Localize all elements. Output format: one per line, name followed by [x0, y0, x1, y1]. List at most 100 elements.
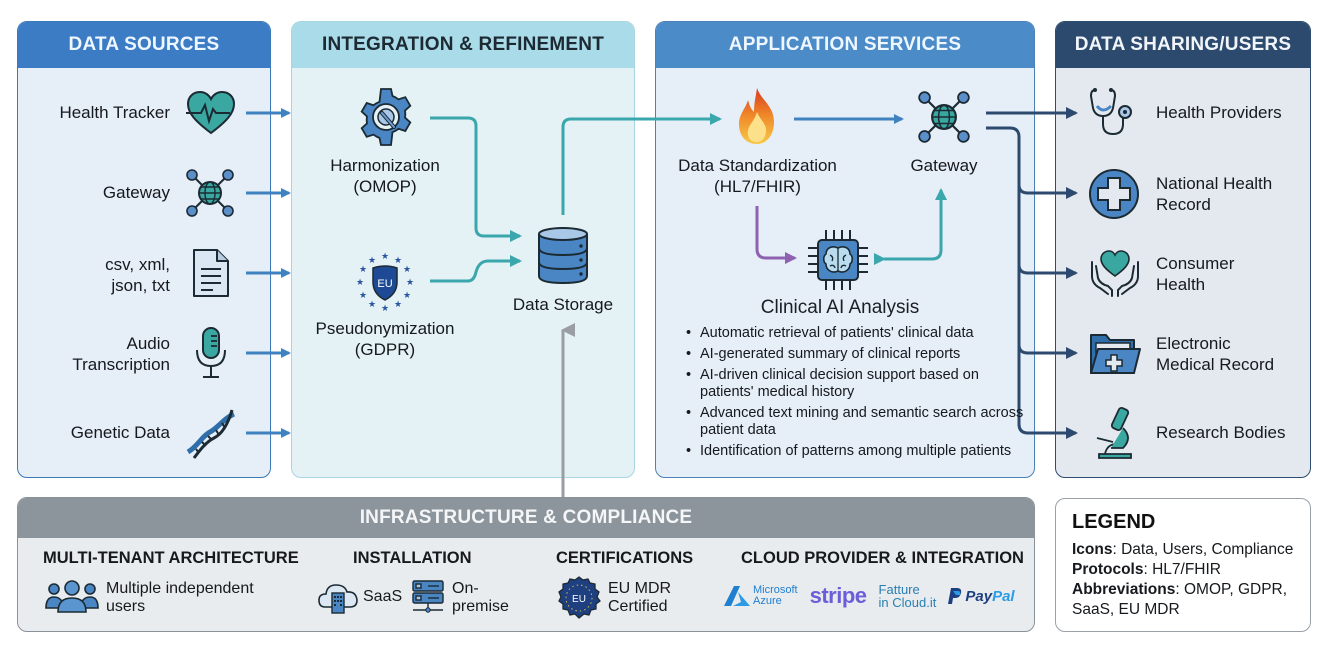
svg-text:★: ★ — [381, 252, 389, 262]
svg-text:★: ★ — [359, 291, 367, 301]
eu-mdr-seal-icon: EU — [558, 576, 601, 619]
source-files-line2: json, txt — [111, 276, 170, 295]
legend-abbr-value: : OMOP, GDPR, SaaS, EU MDR — [1072, 581, 1288, 618]
consumer-health-line2: Health — [1156, 275, 1206, 294]
ai-capability: Identification of patterns among multipl… — [686, 443, 1026, 460]
consumer-health-line1: Consumer — [1156, 254, 1235, 273]
legend-protocols-key: Protocols — [1072, 561, 1144, 578]
svg-text:★: ★ — [406, 278, 414, 288]
emr-line1: Electronic — [1156, 334, 1231, 353]
source-audio-label: Audio Transcription — [30, 333, 170, 375]
saas-label: SaaS — [363, 588, 403, 605]
legend-icons-value: : Data, Users, Compliance — [1112, 541, 1294, 558]
document-icon — [193, 249, 229, 297]
svg-text:★: ★ — [368, 256, 376, 266]
azure-line2: Azure — [753, 595, 782, 607]
dna-icon — [186, 409, 236, 459]
cloud-provider-logos: Microsoft Azure stripe Fatture in Cloud.… — [724, 583, 1015, 609]
fhir-flame-icon — [739, 88, 774, 144]
azure-logo: Microsoft Azure — [724, 585, 798, 607]
sharing-health-providers-label: Health Providers — [1156, 103, 1282, 122]
pseudonymization-line1: Pseudonymization — [315, 319, 455, 338]
svg-text:★: ★ — [403, 265, 411, 275]
sharing-emr-label: Electronic Medical Record — [1156, 333, 1306, 375]
application-services-title: APPLICATION SERVICES — [656, 22, 1034, 68]
legend-title: LEGEND — [1072, 511, 1156, 533]
server-onpremise-icon — [412, 580, 444, 613]
ai-capability: AI-driven clinical decision support base… — [686, 367, 1026, 401]
svg-text:★: ★ — [394, 256, 402, 266]
onpremise-line1: On- — [452, 580, 479, 597]
cloud-saas-icon — [318, 584, 358, 614]
standardization-line2: (HL7/FHIR) — [714, 177, 801, 196]
cloud-integration-title: CLOUD PROVIDER & INTEGRATION — [741, 549, 1024, 567]
standardization-line1: Data Standardization — [678, 156, 837, 175]
legend-abbreviations: Abbreviations: OMOP, GDPR, SaaS, EU MDR — [1072, 580, 1294, 620]
source-health-tracker-label: Health Tracker — [59, 103, 170, 122]
legend-icons-key: Icons — [1072, 541, 1113, 558]
eu-mdr-label: EU MDR Certified — [608, 580, 671, 616]
svg-text:★: ★ — [368, 300, 376, 310]
hands-heart-icon — [1091, 250, 1139, 297]
azure-icon — [724, 586, 750, 606]
eu-mdr-badge: EU — [572, 594, 586, 605]
fatture-logo: Fatture in Cloud.it — [879, 583, 937, 609]
ai-brain-chip-icon — [808, 230, 868, 290]
data-storage-label: Data Storage — [512, 295, 614, 314]
gear-wrench-icon — [360, 88, 412, 146]
harmonization-line1: Harmonization — [330, 156, 440, 175]
svg-text:★: ★ — [359, 265, 367, 275]
legend-abbr-key: Abbreviations — [1072, 581, 1176, 598]
standardization-label: Data Standardization (HL7/FHIR) — [660, 155, 855, 197]
harmonization-label: Harmonization (OMOP) — [305, 155, 465, 197]
ai-capability: Automatic retrieval of patients' clinica… — [686, 325, 1026, 342]
paypal-icon — [948, 588, 962, 604]
network-globe-icon — [186, 169, 234, 217]
national-record-line2: Record — [1156, 195, 1211, 214]
medical-cross-icon — [1089, 169, 1139, 219]
integration-title: INTEGRATION & REFINEMENT — [292, 22, 634, 68]
data-sharing-panel: DATA SHARING/USERS — [1055, 21, 1311, 478]
certifications-title: CERTIFICATIONS — [556, 549, 694, 567]
microphone-icon — [196, 327, 226, 378]
paypal-text-a: Pay — [965, 587, 993, 605]
source-files-label: csv, xml, json, txt — [30, 254, 170, 296]
legend-box: LEGEND Icons: Data, Users, Compliance Pr… — [1055, 498, 1311, 632]
medical-folder-icon — [1090, 334, 1141, 374]
stethoscope-icon — [1089, 88, 1132, 136]
multitenant-line2: users — [106, 598, 146, 615]
infrastructure-title: INFRASTRUCTURE & COMPLIANCE — [18, 498, 1034, 538]
fatture-line2: in Cloud.it — [878, 595, 937, 610]
heart-pulse-icon — [186, 90, 236, 135]
database-icon — [538, 227, 588, 285]
clinical-ai-capabilities: Automatic retrieval of patients' clinica… — [686, 325, 1026, 464]
onpremise-label: On- premise — [452, 580, 509, 616]
national-record-line1: National Health — [1156, 174, 1273, 193]
source-genetic-label: Genetic Data — [70, 423, 170, 442]
multitenant-text: Multiple independent users — [106, 580, 254, 616]
app-gateway-network-icon — [918, 91, 970, 143]
source-files-line1: csv, xml, — [105, 255, 170, 274]
data-sources-title: DATA SOURCES — [18, 22, 270, 68]
infrastructure-panel: INFRASTRUCTURE & COMPLIANCE — [17, 497, 1035, 632]
paypal-text-b: Pal — [992, 587, 1015, 605]
svg-text:★: ★ — [381, 304, 389, 314]
eu-mdr-line1: EU MDR — [608, 580, 672, 597]
users-group-icon — [45, 580, 99, 613]
installation-title: INSTALLATION — [353, 549, 472, 567]
source-audio-line1: Audio — [126, 334, 170, 353]
clinical-ai-title: Clinical AI Analysis — [760, 297, 920, 318]
legend-protocols: Protocols: HL7/FHIR — [1072, 560, 1294, 580]
source-gateway-label: Gateway — [102, 183, 170, 202]
stripe-logo: stripe — [809, 583, 867, 608]
azure-line1: Microsoft — [753, 584, 798, 596]
microscope-icon — [1096, 407, 1132, 459]
fatture-line1: Fatture — [878, 582, 920, 597]
eu-shield-badge: EU — [377, 278, 392, 290]
legend-protocols-value: : HL7/FHIR — [1143, 561, 1221, 578]
multitenant-title: MULTI-TENANT ARCHITECTURE — [43, 549, 299, 567]
source-audio-line2: Transcription — [72, 355, 170, 374]
svg-text:★: ★ — [356, 278, 364, 288]
eu-mdr-line2: Certified — [608, 598, 668, 615]
